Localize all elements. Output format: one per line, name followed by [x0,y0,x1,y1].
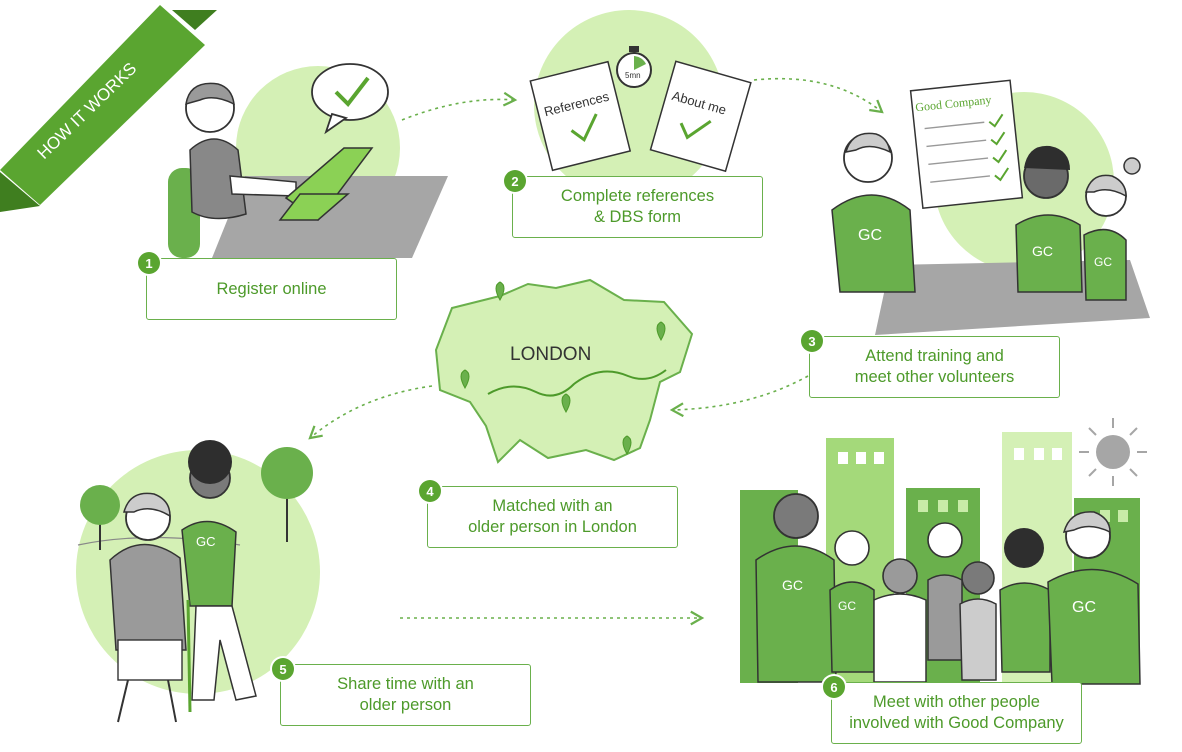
step-4-label: Matched with an older person in London [468,497,637,536]
shirt-text-trainer: GC [858,227,882,244]
map-label: LONDON [510,344,591,365]
share-time-scene: GC [76,440,320,723]
shirt-text-group-2: GC [838,599,856,613]
step-6-label: Meet with other people involved with Goo… [849,693,1064,732]
step-1-label: Register online [216,279,327,298]
step-4-box: Matched with an older person in London [427,486,678,548]
step-3-box: Attend training and meet other volunteer… [809,336,1060,398]
step-2-box: Complete references & DBS form [512,176,763,238]
step-1-box: Register online [146,258,397,320]
step-1-number: 1 [138,252,160,274]
step-6-number: 6 [823,676,845,698]
register-online-scene [168,63,448,258]
training-scene: Good Company GC GC GC [831,79,1150,335]
step-2-label: Complete references & DBS form [560,187,715,226]
shirt-text-volunteer-1: GC [1032,243,1053,259]
flow-arrows [308,77,884,626]
shirt-text-group-1: GC [782,577,803,593]
shirt-text-share-time: GC [196,534,216,549]
step-2-number: 2 [504,170,526,192]
shirt-text-group-3: GC [1072,599,1096,616]
arrow-step1-to-step2 [401,91,518,121]
community-scene: GC GC GC [740,418,1147,685]
step-4-number: 4 [419,480,441,502]
step-6-box: Meet with other people involved with Goo… [831,682,1082,744]
step-5-number: 5 [272,658,294,680]
london-map: LONDON [434,278,694,464]
step-3-number: 3 [801,330,823,352]
step-3-label: Attend training and meet other volunteer… [854,347,1015,386]
arrow-step3-to-step4 [669,375,809,418]
timer-text: 5mn [625,71,641,80]
arrow-step4-to-step5 [308,385,433,440]
step-5-label: Share time with an older person [337,675,474,714]
step-5-box: Share time with an older person [280,664,531,726]
shirt-text-volunteer-2: GC [1094,255,1112,269]
references-scene: References About me 5mn [529,10,752,200]
arrow-step2-to-step3 [753,77,884,114]
